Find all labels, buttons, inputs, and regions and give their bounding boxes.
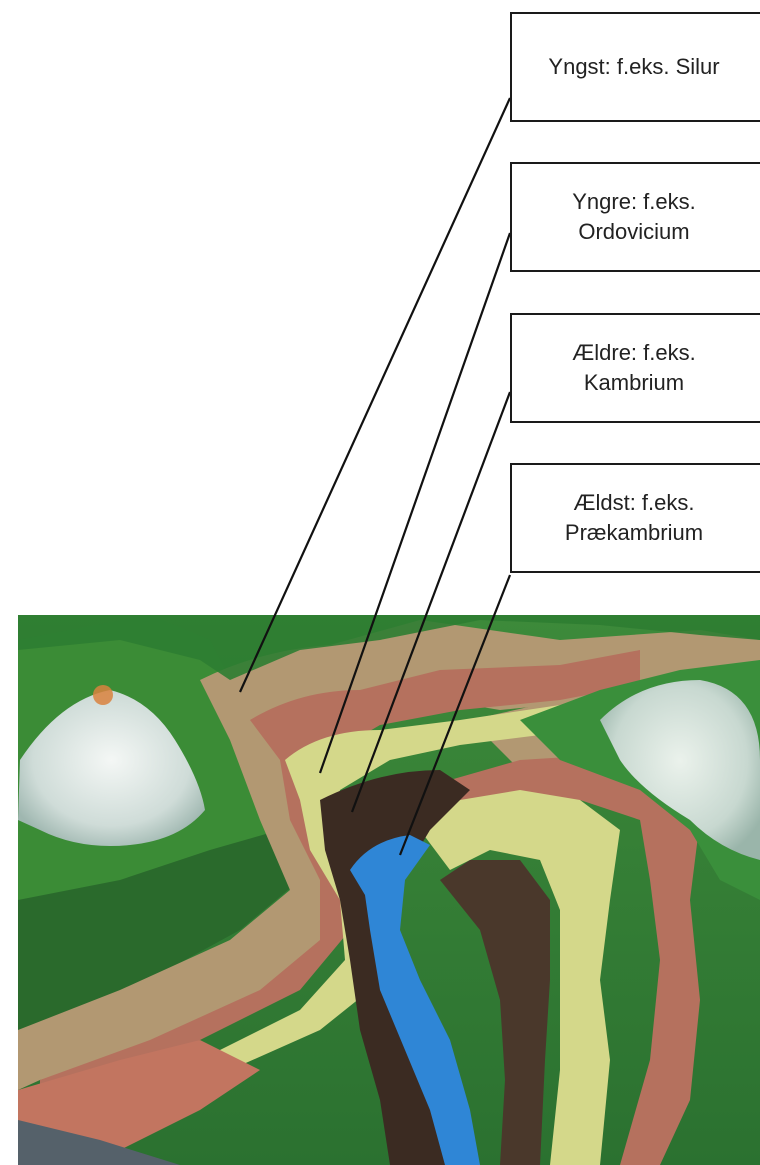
label-box-youngest: Yngst: f.eks. Silur: [510, 12, 760, 122]
label-box-younger: Yngre: f.eks. Ordovicium: [510, 162, 760, 272]
label-box-oldest: Ældst: f.eks. Prækambrium: [510, 463, 760, 573]
leader-line-youngest: [240, 98, 510, 692]
label-oldest-text: Ældst: f.eks. Prækambrium: [565, 488, 703, 548]
terrain-photo: [18, 615, 760, 1165]
label-older-text: Ældre: f.eks. Kambrium: [572, 338, 695, 398]
label-younger-text: Yngre: f.eks. Ordovicium: [572, 187, 696, 247]
orange-dot: [93, 685, 113, 705]
label-youngest-text: Yngst: f.eks. Silur: [548, 52, 719, 82]
label-box-older: Ældre: f.eks. Kambrium: [510, 313, 760, 423]
